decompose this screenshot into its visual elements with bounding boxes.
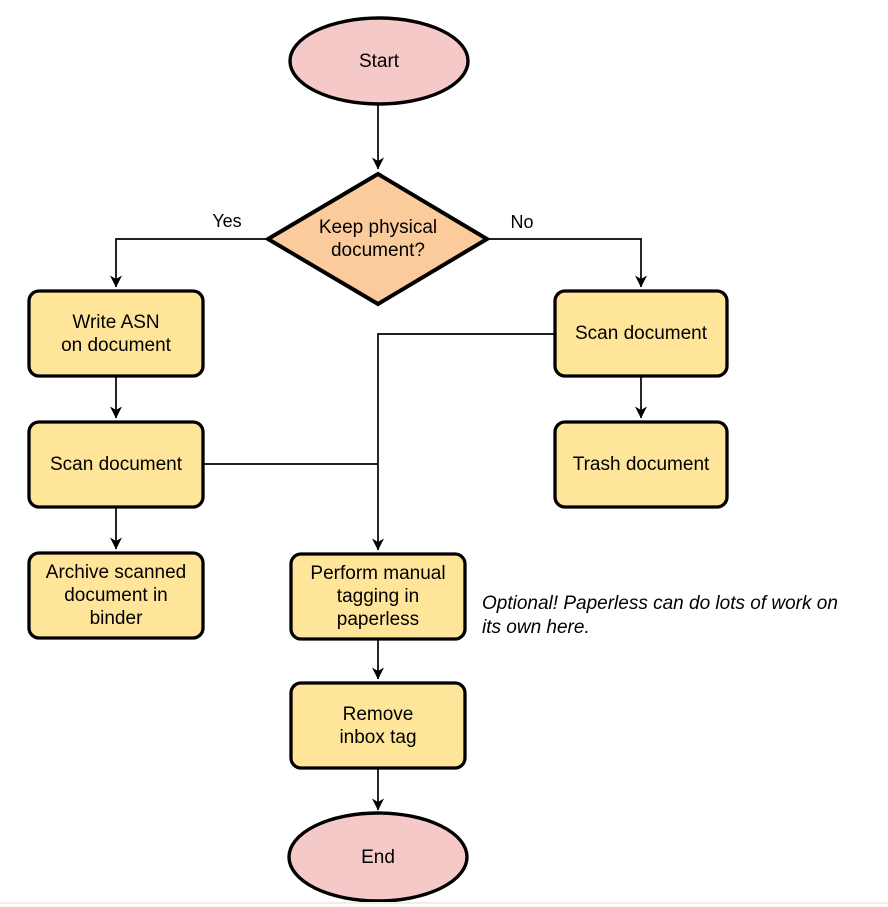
trash-node-shape	[553, 420, 729, 509]
edge-decision-no-to-scan-right	[488, 238, 647, 288]
remove-node-shape	[289, 681, 467, 770]
edge-decision-yes-to-write-asn	[110, 238, 266, 288]
scan-left-node-shape	[27, 420, 205, 509]
archive-node-shape	[27, 551, 205, 640]
start-node-shape	[288, 16, 470, 106]
annotation-optional-note: Optional! Paperless can do lots of work …	[482, 593, 838, 638]
end-node-shape	[287, 811, 469, 903]
perform-node-shape	[289, 552, 467, 641]
edge-label-no: No	[510, 212, 534, 232]
canvas-bottom-edge	[0, 902, 888, 904]
scan-right-node-shape	[553, 289, 729, 378]
write-asn-node-shape	[27, 289, 205, 378]
edge-scan-right-to-perform	[372, 333, 554, 551]
edge-label-yes: Yes	[212, 211, 242, 231]
decision-node-shape	[264, 171, 491, 307]
